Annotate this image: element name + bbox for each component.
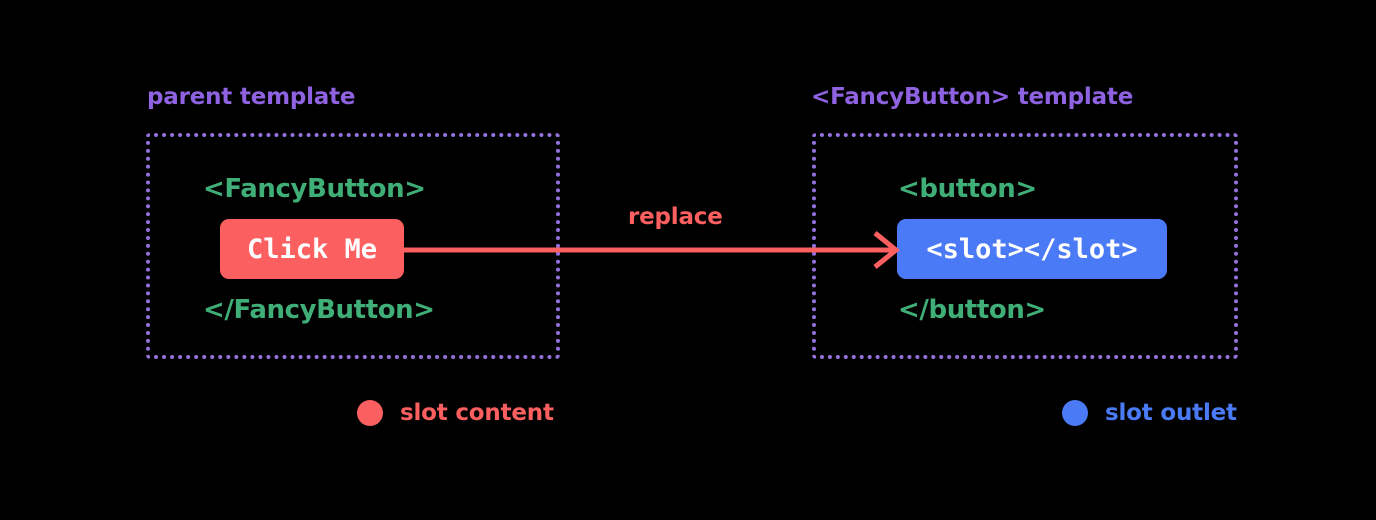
- fancybutton-open-tag: <button>: [898, 174, 1037, 204]
- parent-template-label: parent template: [147, 84, 356, 110]
- fancybutton-template-box: [812, 133, 1238, 359]
- fancybutton-close-tag: </button>: [898, 295, 1046, 325]
- slot-outlet-swatch-icon: [1062, 400, 1088, 426]
- parent-open-tag: <FancyButton>: [203, 174, 426, 204]
- replace-label: replace: [628, 204, 723, 230]
- slot-outlet-chip[interactable]: <slot></slot>: [897, 219, 1167, 279]
- parent-template-box: [146, 133, 560, 359]
- legend-label-slot-content: slot content: [400, 400, 554, 426]
- legend-item-slot-content: slot content: [357, 400, 554, 426]
- legend-item-slot-outlet: slot outlet: [1062, 400, 1237, 426]
- slot-content-swatch-icon: [357, 400, 383, 426]
- slot-content-chip[interactable]: Click Me: [220, 219, 404, 279]
- parent-close-tag: </FancyButton>: [203, 295, 435, 325]
- arrow-head: [873, 231, 900, 269]
- fancybutton-template-label: <FancyButton> template: [811, 84, 1134, 110]
- legend-label-slot-outlet: slot outlet: [1105, 400, 1237, 426]
- replace-arrow-icon: [398, 231, 900, 269]
